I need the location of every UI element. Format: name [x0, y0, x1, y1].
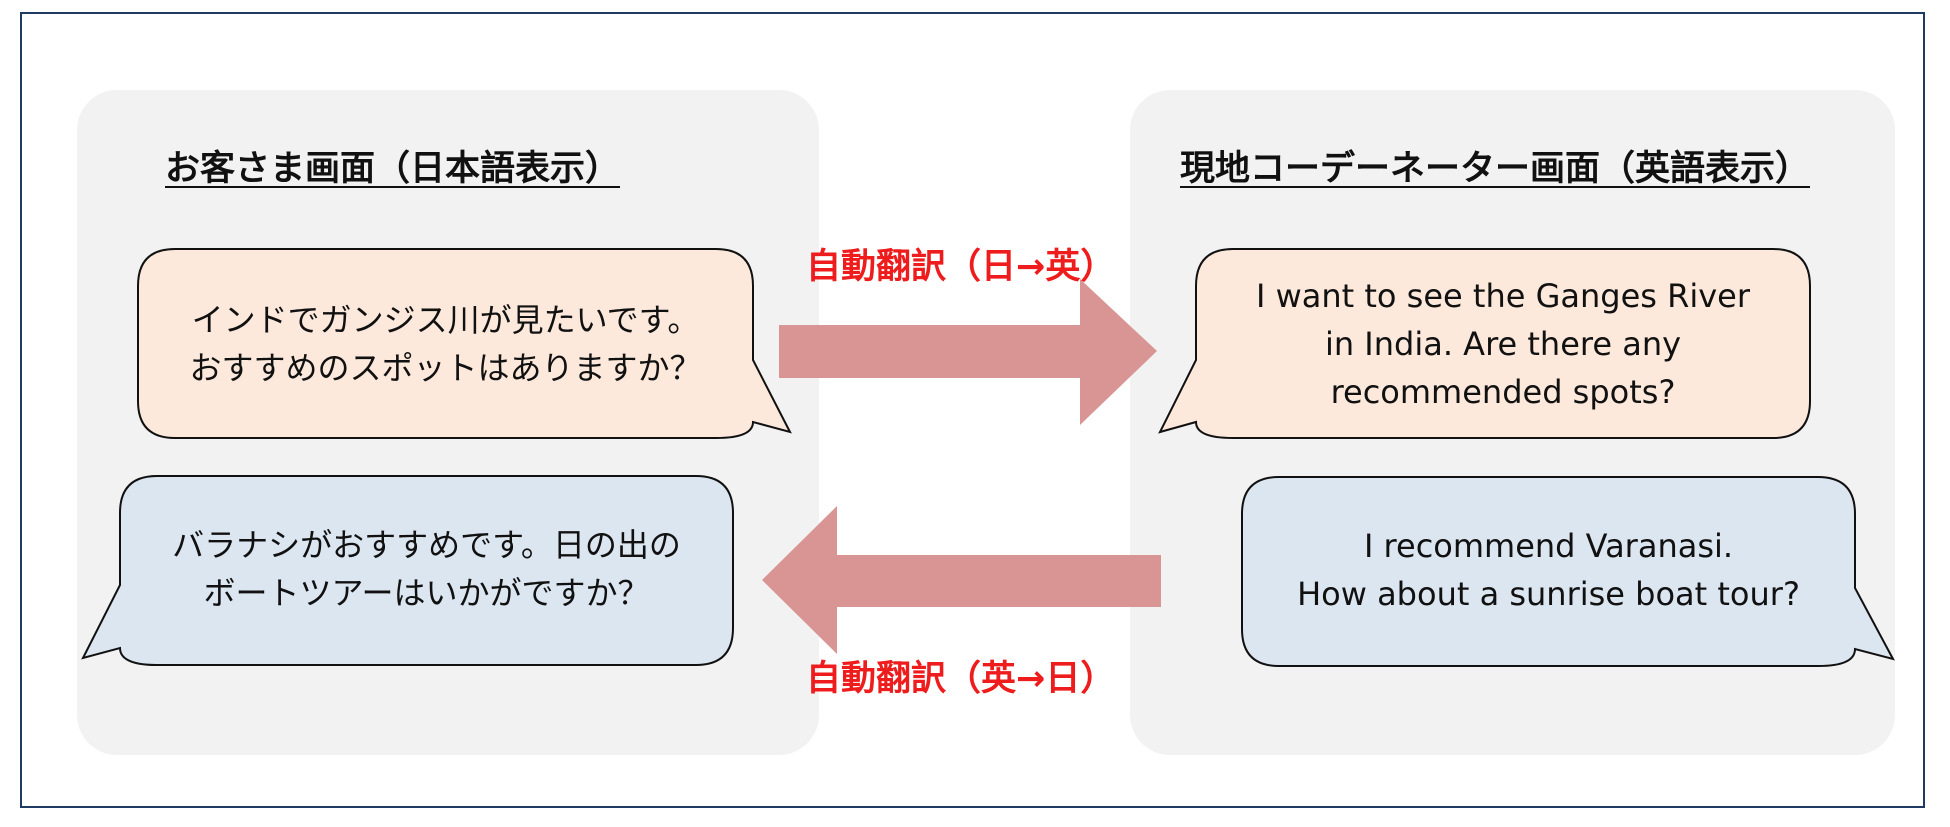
customer-question-line-1: インドでガンジス川が見たいです。 [191, 301, 700, 339]
customer-answer-text: バラナシがおすすめです。日の出の ボートツアーはいかがですか？ [120, 521, 733, 617]
forward-translation-label: 自動翻訳（日→英） [806, 247, 1116, 287]
coordinator-screen-title: 現地コーデーネーター画面（英語表示） [1180, 149, 1811, 189]
coordinator-question-text: I want to see the Ganges River in India.… [1196, 272, 1810, 416]
backward-translation-arrow [762, 506, 1161, 654]
customer-screen-title: お客さま画面（日本語表示） [165, 149, 621, 189]
coordinator-question-line-2: in India. Are there any [1324, 325, 1682, 363]
customer-question-text: インドでガンジス川が見たいです。 おすすめのスポットはありますか？ [138, 296, 753, 392]
customer-answer-bubble [81, 475, 734, 666]
coordinator-answer-line-2: How about a sunrise boat tour? [1297, 575, 1800, 613]
coordinator-question-line-1: I want to see the Ganges River [1255, 277, 1751, 315]
backward-translation-label: 自動翻訳（英→日） [806, 659, 1116, 699]
customer-answer-line-2: ボートツアーはいかがですか？ [203, 574, 650, 612]
coordinator-question-line-3: recommended spots? [1330, 373, 1676, 411]
customer-question-bubble [137, 248, 792, 439]
coordinator-answer-text: I recommend Varanasi. How about a sunris… [1242, 522, 1855, 618]
coordinator-answer-bubble [1241, 476, 1895, 667]
coordinator-answer-line-1: I recommend Varanasi. [1363, 527, 1734, 565]
coordinator-question-bubble [1158, 248, 1811, 439]
customer-answer-line-1: バラナシがおすすめです。日の出の [172, 526, 681, 564]
forward-translation-arrow [779, 279, 1157, 425]
customer-question-line-2: おすすめのスポットはありますか？ [189, 349, 702, 387]
